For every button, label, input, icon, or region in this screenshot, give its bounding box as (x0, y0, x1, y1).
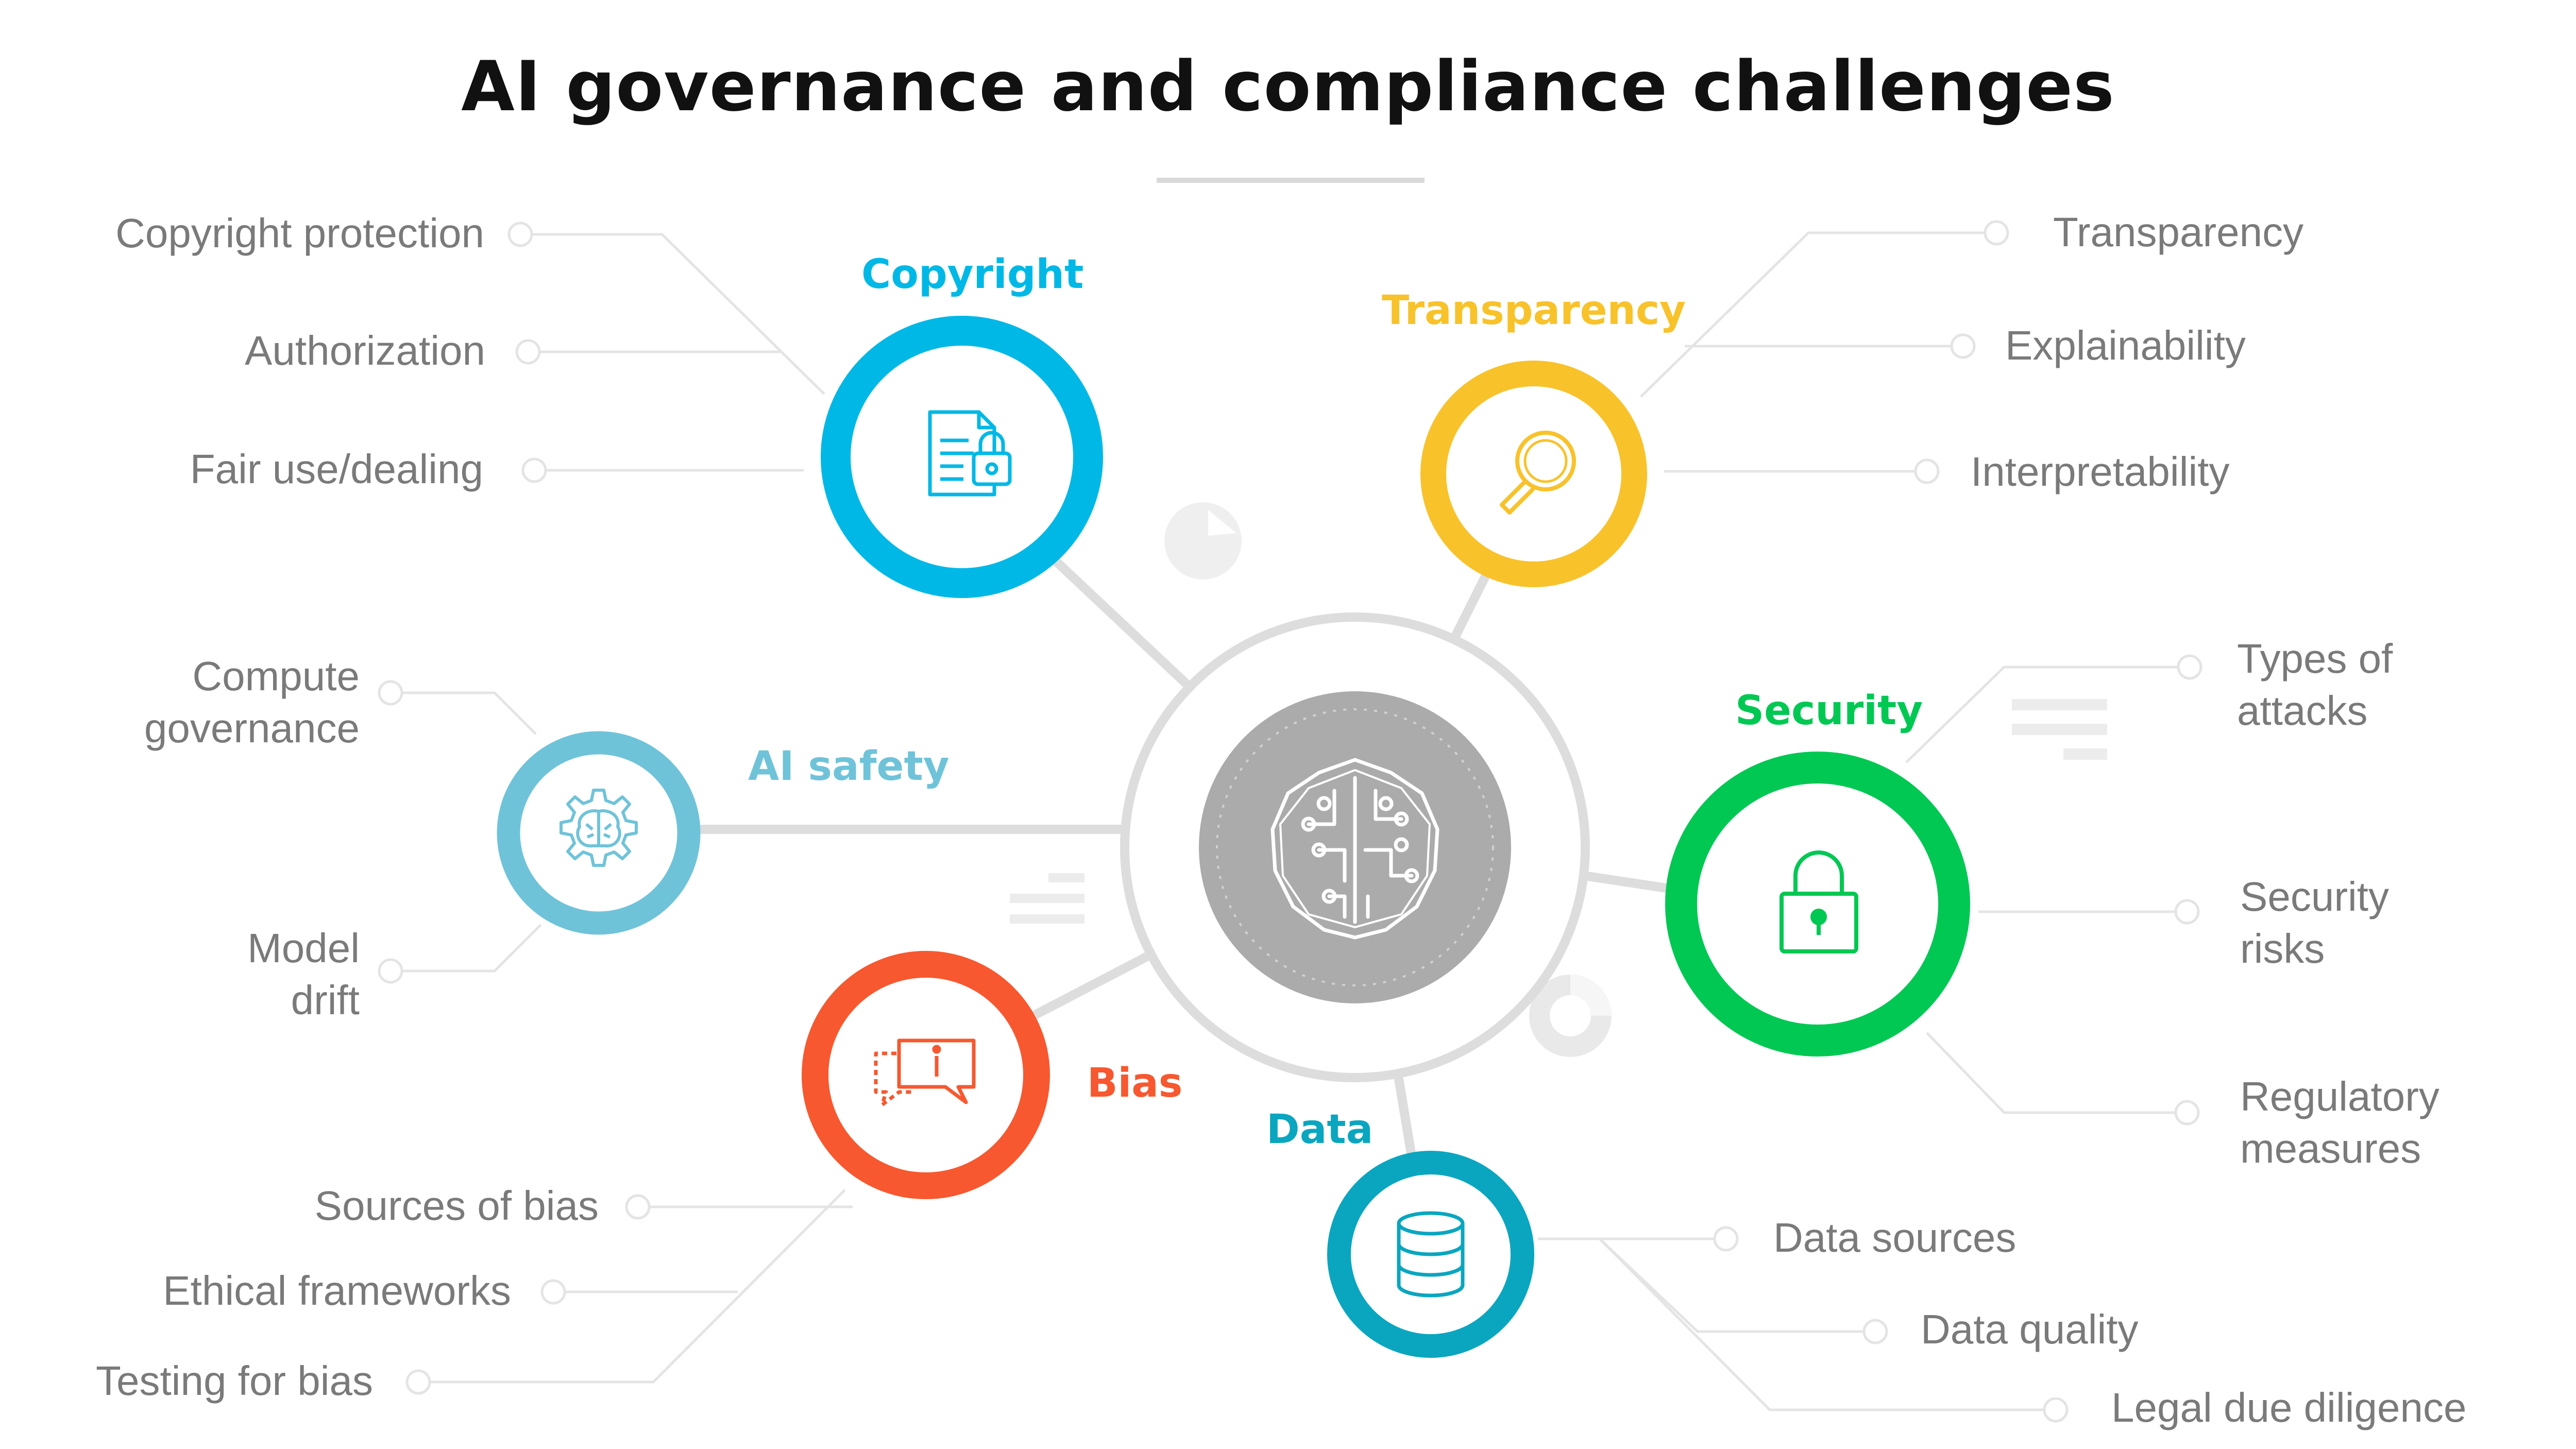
data-node (1327, 1151, 1534, 1358)
central-hub (1120, 612, 1590, 1082)
leader-lines (392, 231, 2184, 1411)
item-compute-governance: Compute governance (144, 650, 360, 754)
item-ethical-frameworks: Ethical frameworks (163, 1268, 511, 1314)
item-compute-governance-line1: Compute (192, 653, 360, 699)
ai-safety-label: AI safety (748, 743, 950, 790)
item-types-of-attacks-line2: attacks (2237, 688, 2368, 734)
title-divider (1157, 178, 1425, 183)
item-regulatory-measures-line2: measures (2240, 1126, 2421, 1171)
security-node (1665, 752, 1970, 1056)
item-types-of-attacks: Types of attacks (2237, 633, 2393, 737)
item-transparency: Transparency (2053, 209, 2304, 255)
item-explainability: Explainability (2005, 322, 2246, 368)
decorative-pie-icon (1164, 502, 1242, 579)
item-security-risks-line1: Security (2240, 874, 2389, 919)
bias-node (802, 951, 1050, 1199)
item-authorization: Authorization (245, 328, 485, 373)
item-data-sources: Data sources (1773, 1215, 2016, 1260)
leader-dots (378, 220, 2202, 1423)
item-model-drift-line1: Model (247, 925, 360, 971)
item-interpretability: Interpretability (1971, 449, 2230, 495)
item-fair-use: Fair use/dealing (190, 446, 483, 492)
decorative-lines-icon (2012, 699, 2107, 760)
padlock-icon (1780, 850, 1858, 953)
magnifier-icon (1500, 431, 1576, 515)
item-security-risks: Security risks (2240, 871, 2389, 975)
item-copyright-protection: Copyright protection (115, 210, 484, 256)
data-label: Data (1266, 1106, 1374, 1153)
item-security-risks-line2: risks (2240, 926, 2325, 971)
bias-label: Bias (1087, 1060, 1183, 1106)
copyright-label: Copyright (861, 251, 1084, 298)
transparency-node (1420, 361, 1647, 587)
item-legal-due-diligence: Legal due diligence (2111, 1385, 2467, 1430)
item-model-drift-line2: drift (291, 977, 360, 1023)
gear-brain-icon (560, 789, 638, 867)
transparency-label: Transparency (1382, 287, 1686, 334)
item-types-of-attacks-line1: Types of (2237, 636, 2393, 681)
document-lock-icon (928, 410, 1012, 497)
security-label: Security (1735, 688, 1923, 734)
speech-bubble-info-icon (874, 1038, 976, 1107)
ai-circuit-brain-icon (1270, 758, 1439, 940)
item-model-drift: Model drift (247, 922, 360, 1026)
decorative-donut-icon (1529, 975, 1612, 1057)
item-compute-governance-line2: governance (144, 705, 360, 751)
database-icon (1397, 1211, 1465, 1298)
item-regulatory-measures: Regulatory measures (2240, 1070, 2439, 1174)
copyright-node (821, 316, 1103, 598)
decorative-lines-small-icon (1010, 873, 1084, 924)
ai-safety-node (497, 731, 701, 935)
hub-connectors (693, 557, 1674, 1161)
item-testing-for-bias: Testing for bias (95, 1358, 373, 1404)
page-title: AI governance and compliance challenges (461, 46, 2115, 127)
item-data-quality: Data quality (1921, 1306, 2139, 1352)
item-regulatory-measures-line1: Regulatory (2240, 1073, 2439, 1119)
item-sources-of-bias: Sources of bias (314, 1183, 599, 1229)
